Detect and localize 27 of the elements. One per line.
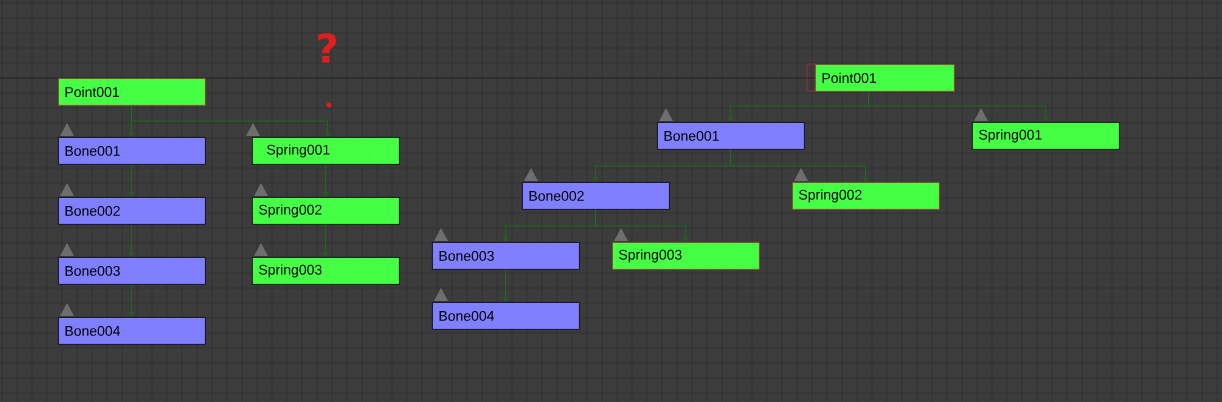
arrow bbox=[129, 284, 134, 317]
arrow bbox=[595, 209, 688, 242]
arrow bbox=[323, 164, 328, 197]
question-mark: ? bbox=[318, 33, 336, 63]
arrow bbox=[868, 91, 1048, 122]
bone-box: Bone002 bbox=[58, 197, 206, 225]
arrow bbox=[503, 269, 508, 302]
arrow bbox=[129, 164, 134, 197]
node-box: Spring001 bbox=[972, 122, 1120, 150]
arrow bbox=[323, 224, 328, 257]
arrow bbox=[129, 224, 134, 257]
arrow bbox=[730, 149, 868, 182]
node-box: Spring001 bbox=[252, 137, 400, 165]
bone-box: Bone003 bbox=[58, 257, 206, 285]
node-box: Spring003 bbox=[252, 257, 400, 285]
bone-box: Bone004 bbox=[58, 317, 206, 345]
bone-box: Bone001 bbox=[657, 122, 805, 150]
bone-box: Bone003 bbox=[432, 242, 580, 270]
bone-box: Bone004 bbox=[432, 302, 580, 330]
bone-box: Bone002 bbox=[522, 182, 670, 210]
node-box: Spring002 bbox=[252, 197, 400, 225]
node-box: Point001 bbox=[58, 78, 206, 106]
bone-box: Bone001 bbox=[58, 137, 206, 165]
node-box: Point001 bbox=[806, 63, 955, 92]
node-box: Spring002 bbox=[792, 182, 940, 210]
node-box: Spring003 bbox=[612, 242, 760, 270]
arrow bbox=[131, 105, 330, 137]
